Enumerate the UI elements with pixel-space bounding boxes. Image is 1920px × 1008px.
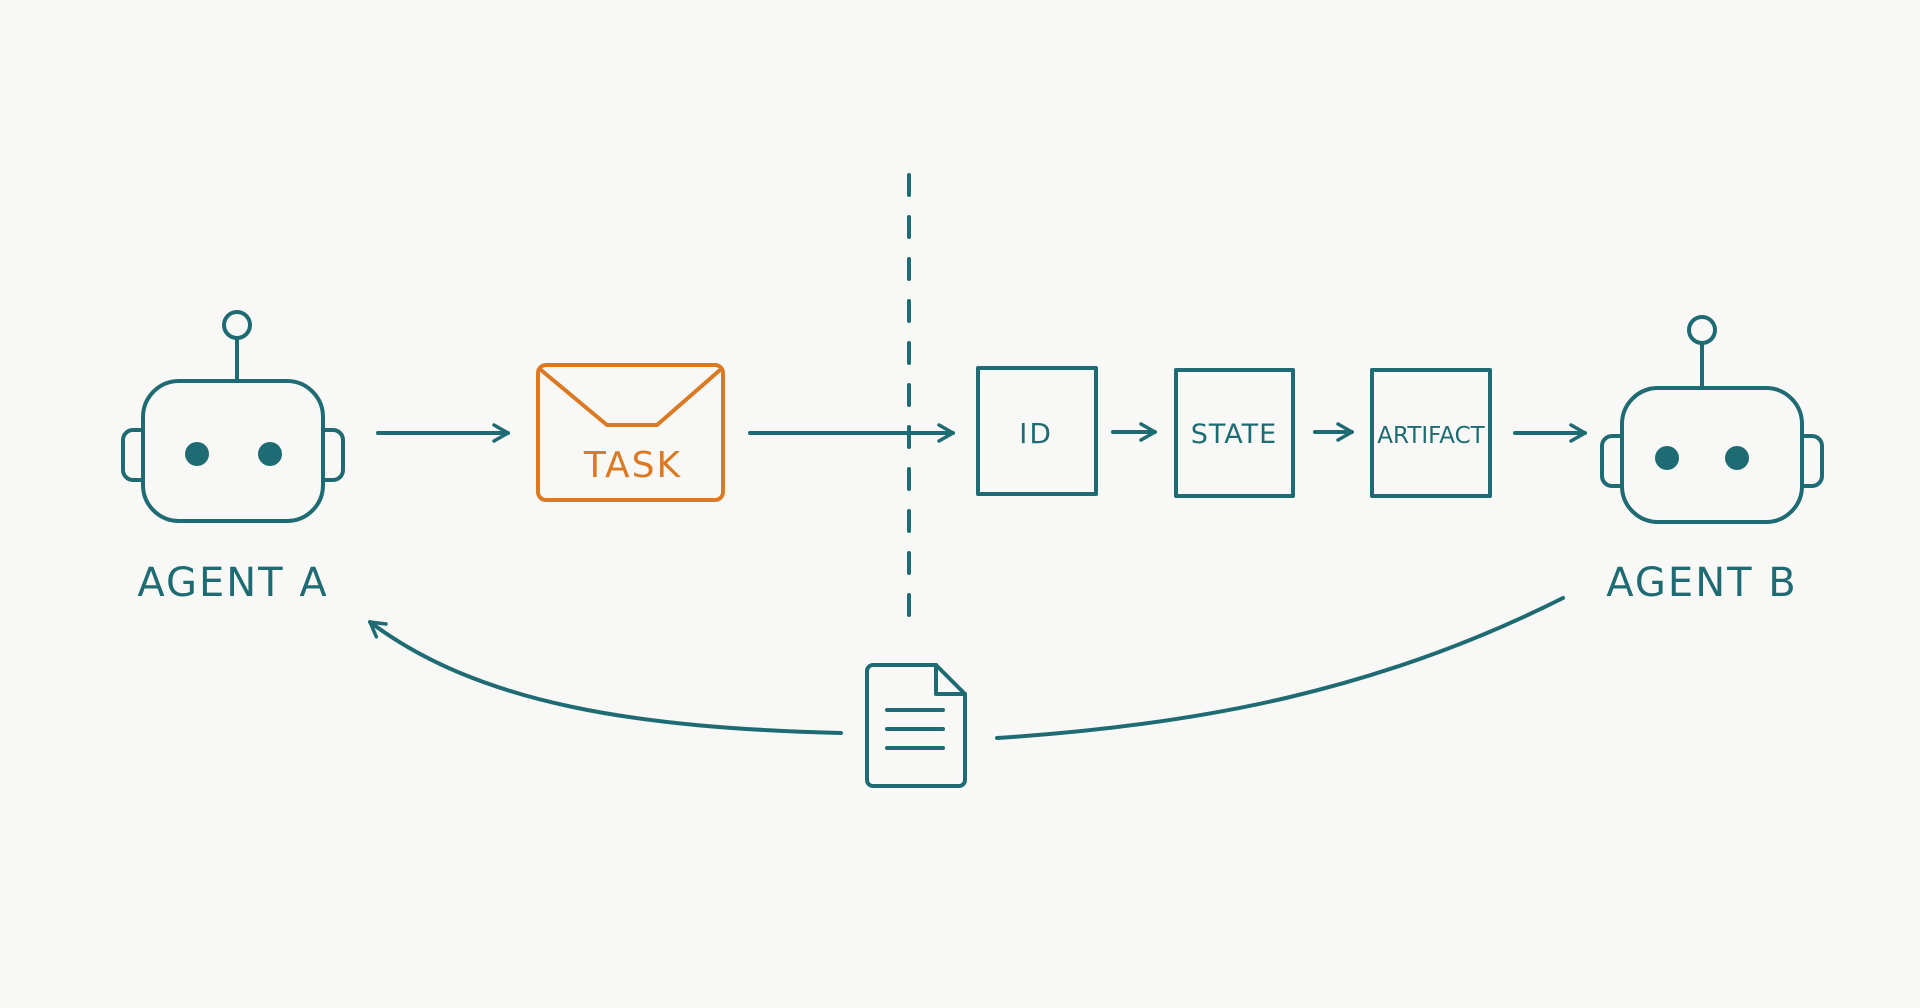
return-curve-agent-b-to-document [995, 596, 1565, 740]
id-stamp-frame [976, 366, 1098, 496]
state-stamp-frame [1174, 368, 1295, 498]
artifact-stamp-frame [1370, 368, 1492, 498]
agent-a-label: AGENT A [137, 560, 328, 606]
stamp-label-artifact: ARTIFACT [1377, 423, 1485, 449]
task-envelope-icon [536, 363, 725, 502]
task-label: TASK [583, 445, 682, 486]
agent-a-robot-icon [121, 310, 345, 523]
agent-b-robot-icon [1600, 315, 1824, 524]
return-curve-document-to-agent-a [368, 620, 843, 735]
document-icon [865, 663, 967, 788]
agent-b-label: AGENT B [1606, 560, 1797, 606]
stamp-label-id: ID [1019, 417, 1053, 450]
stamp-label-state: STATE [1191, 419, 1277, 450]
